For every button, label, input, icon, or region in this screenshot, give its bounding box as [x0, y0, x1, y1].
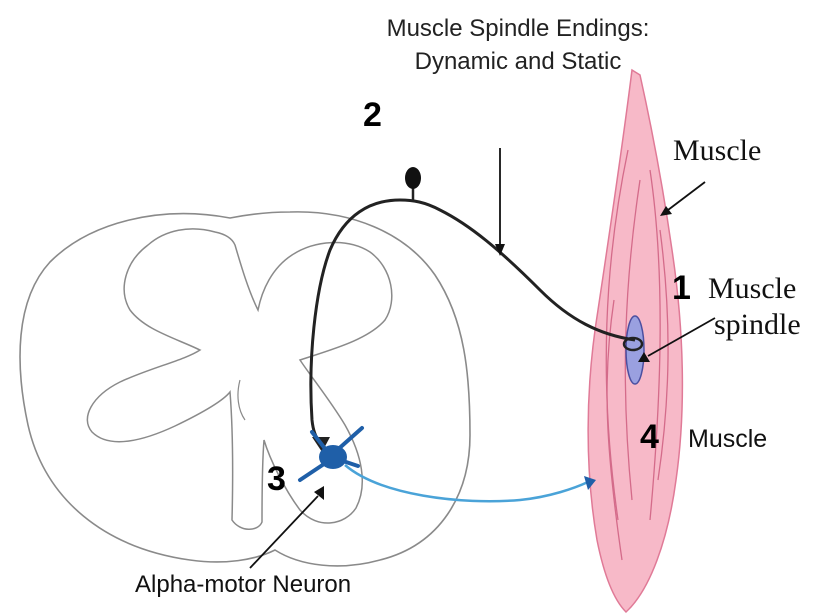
muscle-pointer-line [668, 182, 705, 210]
step-number-4: 4 [640, 418, 659, 456]
muscle-label-bottom: Muscle [688, 425, 767, 453]
spinal-cord-cross-section [20, 212, 470, 566]
muscle-spindle-label-line-1: Muscle [708, 272, 796, 305]
motor-neuron-soma [319, 445, 347, 469]
step-number-1: 1 [672, 269, 691, 307]
step-number-2: 2 [363, 96, 382, 134]
muscle [588, 70, 682, 612]
diagram-title-line-2: Dynamic and Static [415, 48, 622, 75]
alpha-motor-neuron-label: Alpha-motor Neuron [135, 571, 351, 598]
muscle-spindle-label-line-2: spindle [714, 308, 801, 341]
diagram-title-line-1: Muscle Spindle Endings: [387, 15, 650, 42]
dorsal-root-ganglion-cell-body [405, 167, 421, 189]
muscle-label-top: Muscle [673, 134, 761, 167]
step-number-3: 3 [267, 460, 286, 498]
